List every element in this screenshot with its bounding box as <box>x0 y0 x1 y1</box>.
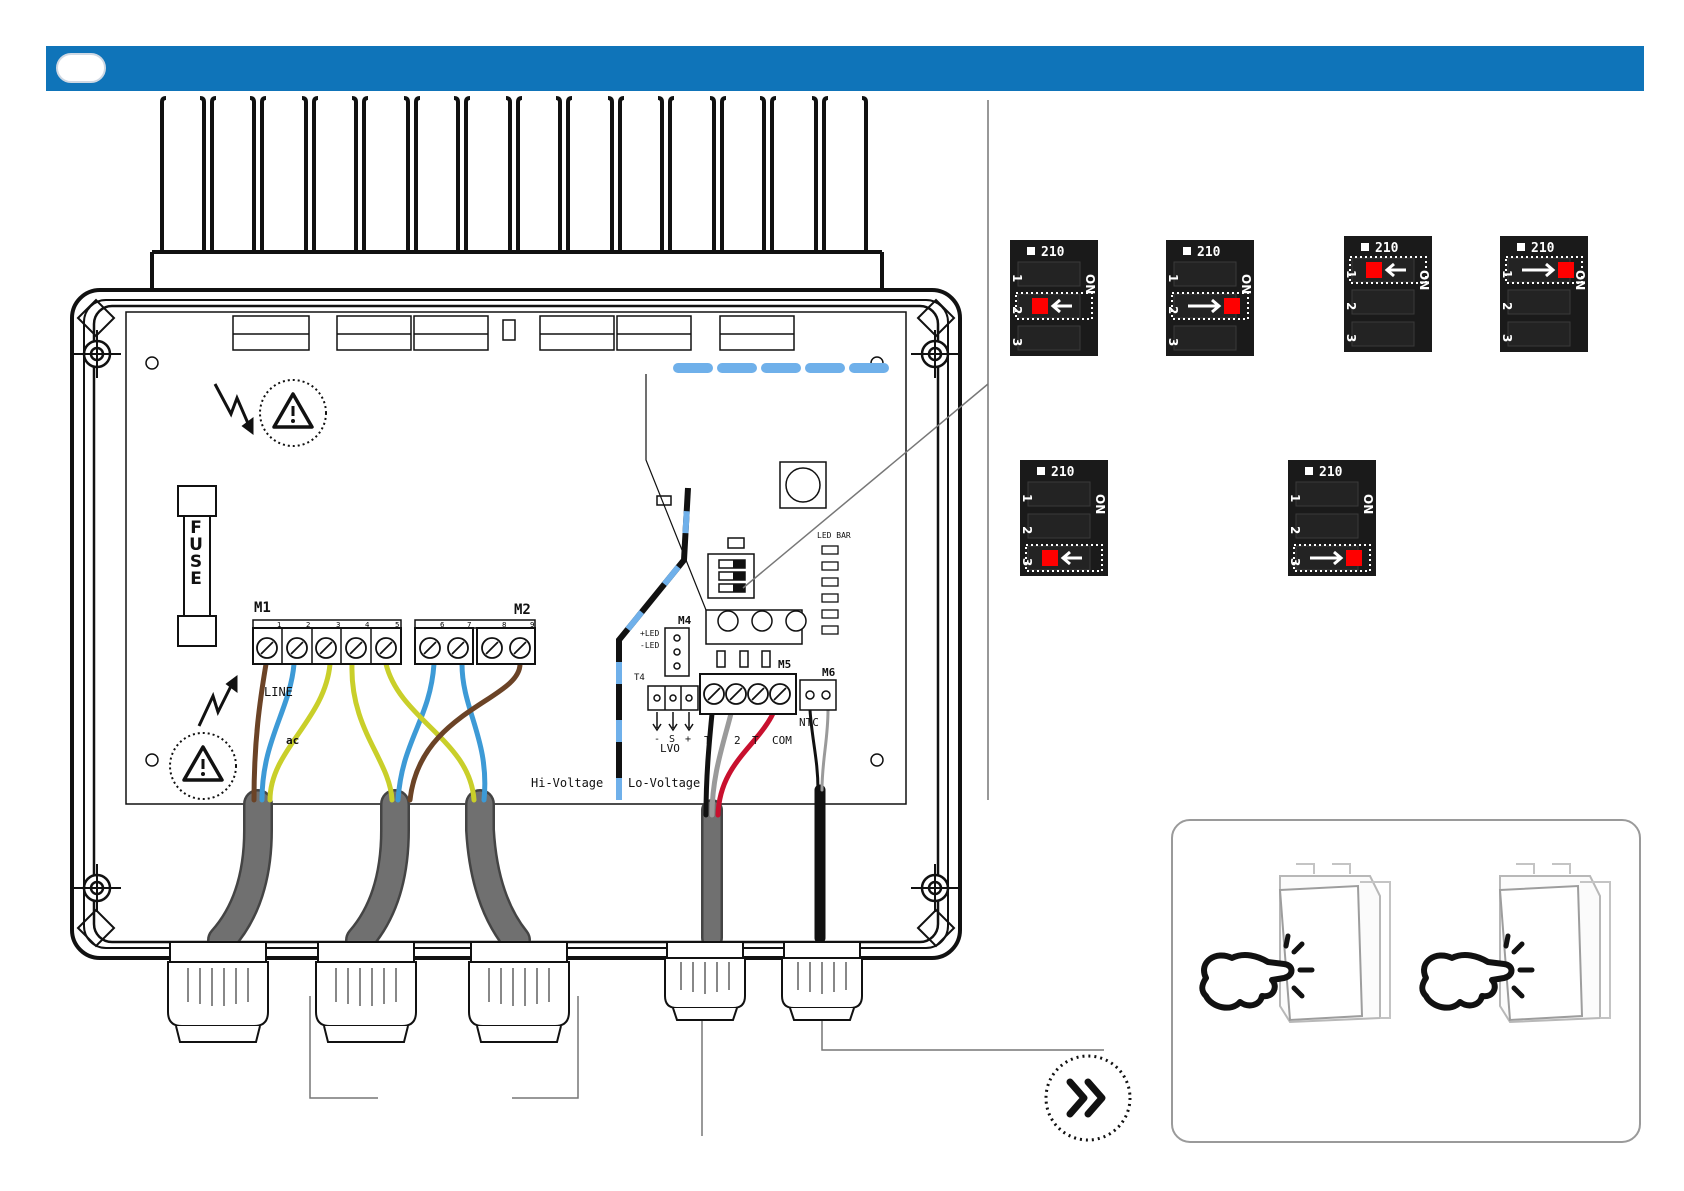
dip-number: 2 <box>1020 526 1034 534</box>
terminal-pin-number: 7 <box>467 621 471 629</box>
line-label: LINE <box>264 685 293 699</box>
m1-label: M1 <box>254 600 271 616</box>
hi-voltage-label: Hi-Voltage <box>531 776 603 790</box>
dip-on-label: ON <box>1573 270 1587 290</box>
dip-number: 1 <box>1020 494 1034 502</box>
next-button[interactable] <box>1046 1056 1130 1140</box>
ac-label: ac <box>286 734 299 747</box>
terminal-pin-number: 8 <box>502 621 506 629</box>
cable-gland <box>665 942 745 1020</box>
terminal-pin-number: 6 <box>440 621 445 629</box>
terminal-pin-number: 2 <box>306 621 310 629</box>
rocker-switch[interactable] <box>1280 864 1390 1022</box>
m4-pin-plus-led: +LED <box>640 629 659 638</box>
m5-label: M5 <box>778 658 791 671</box>
m5-pin: 2 <box>734 734 741 747</box>
dip-brand-label: 210 <box>1197 245 1221 260</box>
dip-brand-label: 210 <box>1051 465 1075 480</box>
dip-number: 3 <box>1010 338 1024 346</box>
dip-number: 3 <box>1344 334 1358 342</box>
m6-label: M6 <box>822 666 836 679</box>
terminal-pin-number: 5 <box>395 621 399 629</box>
m5-pin: T <box>704 734 711 747</box>
m5-pin: COM <box>772 734 792 747</box>
m2-label: M2 <box>514 602 531 618</box>
terminal-block-m1 <box>253 620 401 664</box>
terminal-block-m6 <box>800 680 836 710</box>
terminal-pin-number: 4 <box>365 621 370 629</box>
lvo-pin: S <box>669 734 675 745</box>
dip-number: 2 <box>1344 302 1358 310</box>
dip-brand-label: 210 <box>1531 241 1555 256</box>
push-button-panel <box>1172 820 1640 1142</box>
dip-knob[interactable] <box>1346 550 1362 566</box>
fuse-label: FUSE <box>185 520 207 588</box>
dip-number: 2 <box>1288 526 1302 534</box>
heat-sink <box>152 98 882 288</box>
ntc-label: NTC <box>799 716 819 729</box>
lvo-pin: - <box>654 734 660 745</box>
dip-brand-label: 210 <box>1319 465 1343 480</box>
cable-gland <box>469 942 569 1042</box>
dip-knob[interactable] <box>1224 298 1240 314</box>
m5-pin: T <box>752 734 759 747</box>
dip-switch-group: 210ON123210ON123210ON123210ON123210ON123… <box>1010 236 1588 576</box>
dip-on-label: ON <box>1093 494 1107 514</box>
dip-knob[interactable] <box>1032 298 1048 314</box>
led-bar-label: LED BAR <box>817 531 851 540</box>
terminal-pin-number: 1 <box>277 621 281 629</box>
warning-triangle-icon <box>170 733 236 799</box>
dip-number: 1 <box>1166 274 1180 282</box>
dip-number: 3 <box>1500 334 1514 342</box>
terminal-pin-number: 3 <box>336 621 340 629</box>
dip-on-label: ON <box>1239 274 1253 294</box>
cable-gland <box>782 942 862 1020</box>
rocker-switch[interactable] <box>1500 864 1610 1022</box>
dip-number: 2 <box>1500 302 1514 310</box>
terminal-pin-number: 9 <box>530 621 534 629</box>
m4-label: M4 <box>678 614 692 627</box>
dip-switch: 210ON123 <box>1344 236 1432 352</box>
t4-label: T4 <box>634 673 645 683</box>
dip-knob[interactable] <box>1366 262 1382 278</box>
terminal-block-m4 <box>665 628 689 676</box>
dip-number: 1 <box>1288 494 1302 502</box>
warning-triangle-icon <box>260 380 326 446</box>
dip-number: 3 <box>1166 338 1180 346</box>
dip-brand-label: 210 <box>1375 241 1399 256</box>
m4-pin-minus-led: -LED <box>640 641 659 650</box>
lvo-pin: + <box>685 734 691 745</box>
dip-brand-label: 210 <box>1041 245 1065 260</box>
dip-knob[interactable] <box>1042 550 1058 566</box>
dip-knob[interactable] <box>1558 262 1574 278</box>
lo-voltage-label: Lo-Voltage <box>628 776 700 790</box>
dip-on-label: ON <box>1083 274 1097 294</box>
dip-on-label: ON <box>1361 494 1375 514</box>
cable-gland <box>168 942 268 1042</box>
dip-on-label: ON <box>1417 270 1431 290</box>
cable-gland <box>316 942 416 1042</box>
dip-number: 1 <box>1010 274 1024 282</box>
